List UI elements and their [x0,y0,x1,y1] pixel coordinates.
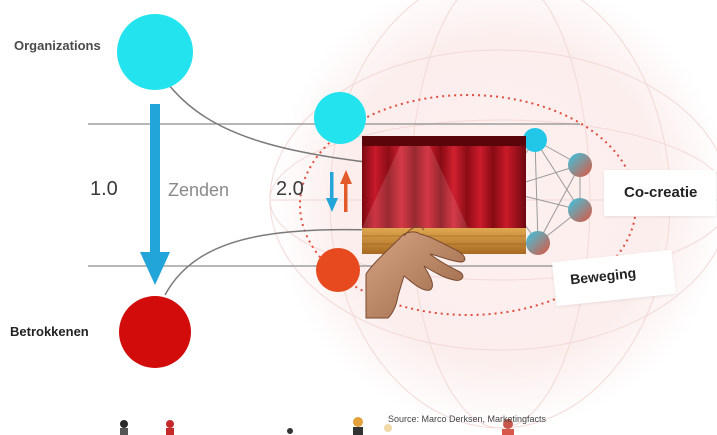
person-figure [287,428,293,434]
network-node-upper-right [568,153,592,177]
hand-image [365,226,466,319]
network-node-lower-right [568,198,592,222]
person-figure [353,417,363,435]
people-strip [120,417,514,435]
theater-stage-image [360,136,526,254]
organizations-label: Organizations [14,38,101,53]
person-figure [384,424,392,432]
node-2-0-top [314,92,366,144]
person-figure [120,420,128,435]
network-node-bottom [526,231,550,255]
network-node-top [523,128,547,152]
co-creatie-card [604,170,716,216]
version-2-label: 2.0 [276,178,304,200]
betrokkenen-label: Betrokkenen [10,324,89,339]
version-1-label: 1.0 [90,178,118,200]
person-figure [502,419,514,435]
betrokkenen-node [119,296,191,368]
arrow-down-small [326,172,338,212]
zenden-label: Zenden [168,180,230,200]
co-creatie-label: Co-creatie [624,184,698,201]
person-figure [166,420,174,435]
source-credit: Source: Marco Derksen, Marketingfacts [388,414,547,424]
arrow-up-small [340,170,352,212]
arrow-down-large [140,104,170,285]
organizations-node [117,14,193,90]
node-2-0-bottom [316,248,360,292]
